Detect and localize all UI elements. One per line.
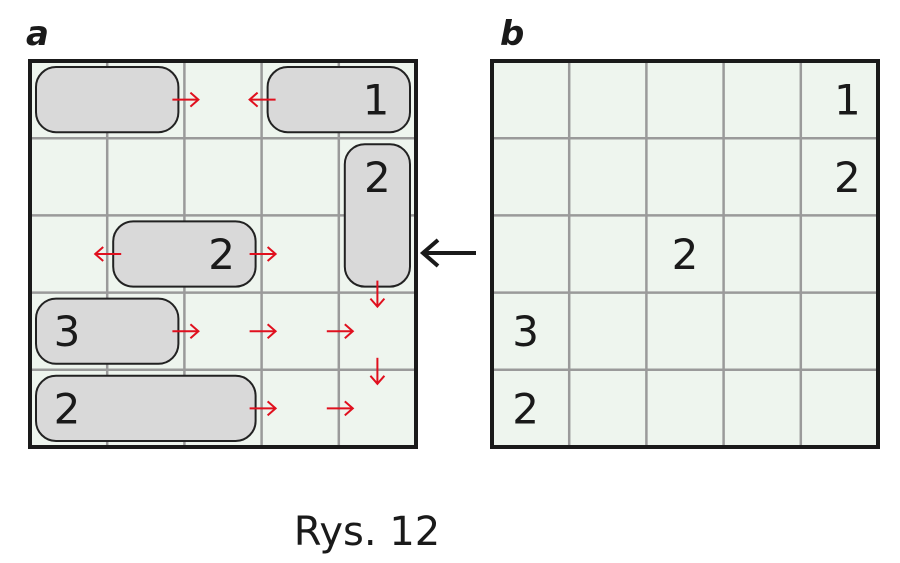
grid-a: 1 2 2 3 2	[28, 59, 418, 449]
arrow-head	[93, 246, 104, 262]
arrow-right-icon	[172, 323, 200, 339]
arrow-head	[266, 400, 278, 417]
arrow-right-icon	[326, 323, 355, 339]
arrow-left-icon	[248, 91, 276, 108]
clue-number: 1	[834, 76, 861, 125]
arrow-right-icon	[172, 91, 200, 108]
arrow-head	[266, 323, 278, 339]
arrow-head	[344, 400, 355, 417]
clue-number: 3	[54, 307, 81, 356]
arrow-right-icon	[249, 246, 278, 262]
arrow-down-icon	[369, 357, 386, 386]
arrow-head	[189, 91, 200, 108]
arrow-right-icon	[326, 400, 355, 417]
grid-border	[28, 59, 418, 449]
clue-number: 3	[512, 307, 539, 356]
panel-b-label: b	[500, 14, 524, 54]
transition-arrow-icon	[419, 238, 476, 268]
arrow-right-icon	[249, 400, 278, 417]
block	[35, 66, 180, 134]
clue-number: 2	[208, 230, 235, 279]
panel-a-label: a	[26, 14, 49, 54]
arrow-head	[248, 91, 259, 108]
arrow-head	[344, 323, 355, 339]
clue-number: 2	[672, 230, 699, 279]
grid-b: 1 2 2 3 2	[490, 59, 880, 449]
clue-number: 2	[834, 153, 861, 202]
grid-background	[492, 61, 878, 447]
clue-number: 1	[363, 76, 390, 125]
arrow-head	[266, 246, 278, 262]
arrow-head	[369, 297, 386, 309]
arrow-head	[189, 323, 200, 339]
arrow-left-icon	[93, 246, 122, 262]
figure-caption: Rys. 12	[294, 509, 440, 555]
arrow-right-icon	[249, 323, 278, 339]
clue-number: 2	[364, 153, 391, 202]
clue-number: 2	[512, 384, 539, 433]
arrow-head	[369, 375, 386, 386]
clue-number: 2	[54, 384, 81, 433]
grid-border	[490, 59, 880, 449]
arrow-down-icon	[369, 280, 386, 309]
